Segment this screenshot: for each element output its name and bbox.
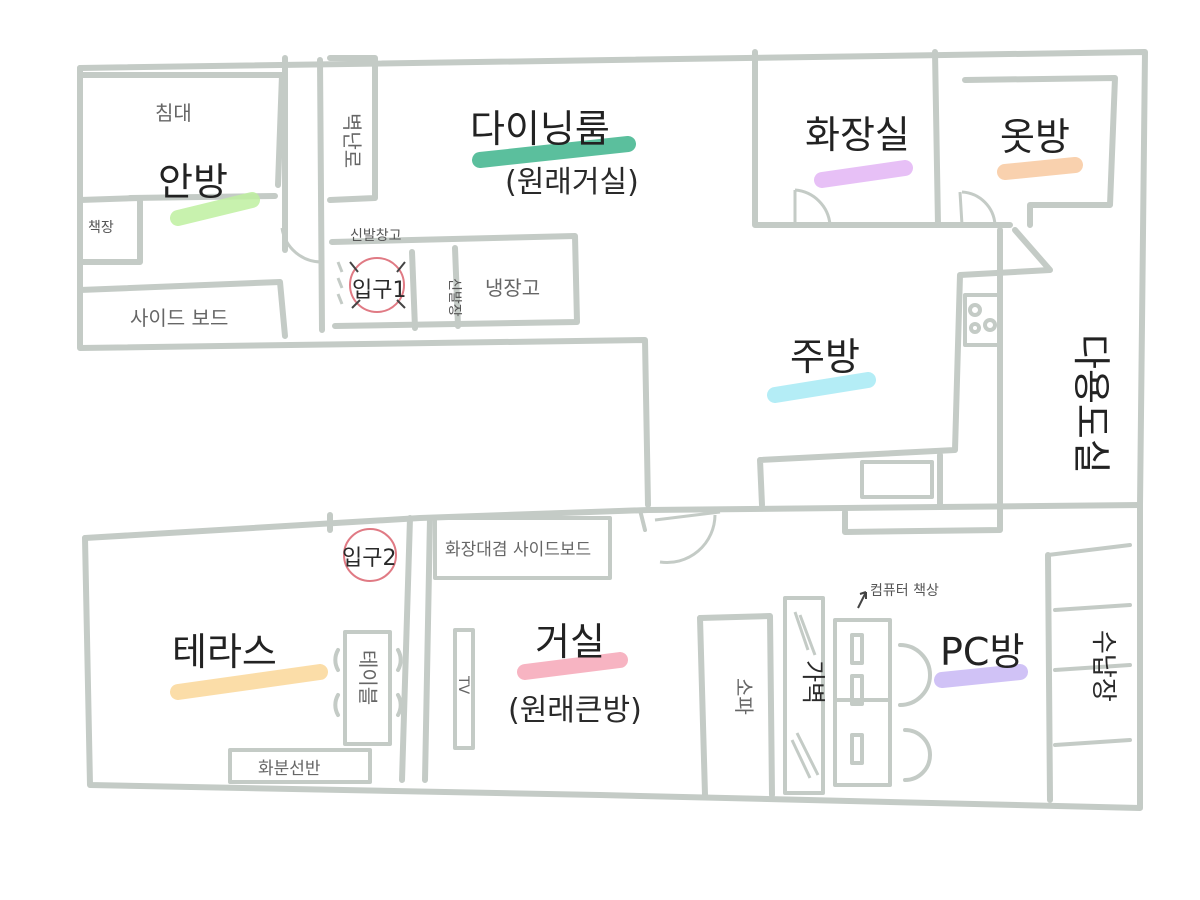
entrance-1-label: 입구1 [352,278,406,303]
bedroom-label: 안방 [158,160,228,204]
shoe-cabinet-label: 신발장 [446,278,462,317]
entrance-2-label: 입구2 [342,546,396,571]
computer-desk-label: 컴퓨터 책상 [870,583,939,599]
dressroom-label: 옷방 [1000,115,1070,159]
hatching [336,261,820,779]
flower-shelf-label: 화분선반 [258,759,321,779]
utility-room-label: 다용도실 [1069,334,1113,474]
pc-marker [934,664,1028,688]
vanity-sideboard-label: 화장대겸 사이드보드 [445,540,591,560]
living-marker [517,652,628,680]
bathroom-label: 화장실 [805,113,910,157]
kitchen-marker [767,372,876,403]
living-label: 거실 [535,620,605,664]
shoe-storage-2-label: 신발창고 [350,228,402,244]
fridge-label: 냉장고 [485,276,540,300]
entrance-1-circle [349,257,405,313]
sofa-label: 소파 [732,678,756,715]
table-label: 테이블 [356,650,380,705]
walls [77,49,1148,811]
doors [280,188,997,564]
sideboard-top-label: 사이드 보드 [130,306,228,330]
entrance-2-circle [343,528,397,582]
pc-room-label: PC방 [940,630,1024,674]
terrace-marker [170,664,328,700]
bathroom-marker [814,160,913,188]
labels: 침대 안방 책장 사이드 보드 벽난로 다이닝룸 (원래거실) 신발창고 입구1… [88,101,1118,779]
bed-label: 침대 [155,101,192,125]
dining-label: 다이닝룸 [470,107,610,151]
dressroom-marker [997,157,1083,180]
dining-marker [472,136,636,168]
tv-label: TV [455,675,471,695]
kitchen-label: 주방 [790,335,860,379]
storage-closet-label: 수납장 [1088,630,1118,702]
terrace-label: 테라스 [172,630,277,674]
fireplace-label: 벽난로 [340,113,364,168]
bookshelf-label: 책장 [88,220,114,236]
partition-label: 가벽 [799,660,827,704]
bedroom-marker [170,192,260,226]
dining-note-label: (원래거실) [505,165,639,200]
living-note-label: (원래큰방) [508,693,642,728]
